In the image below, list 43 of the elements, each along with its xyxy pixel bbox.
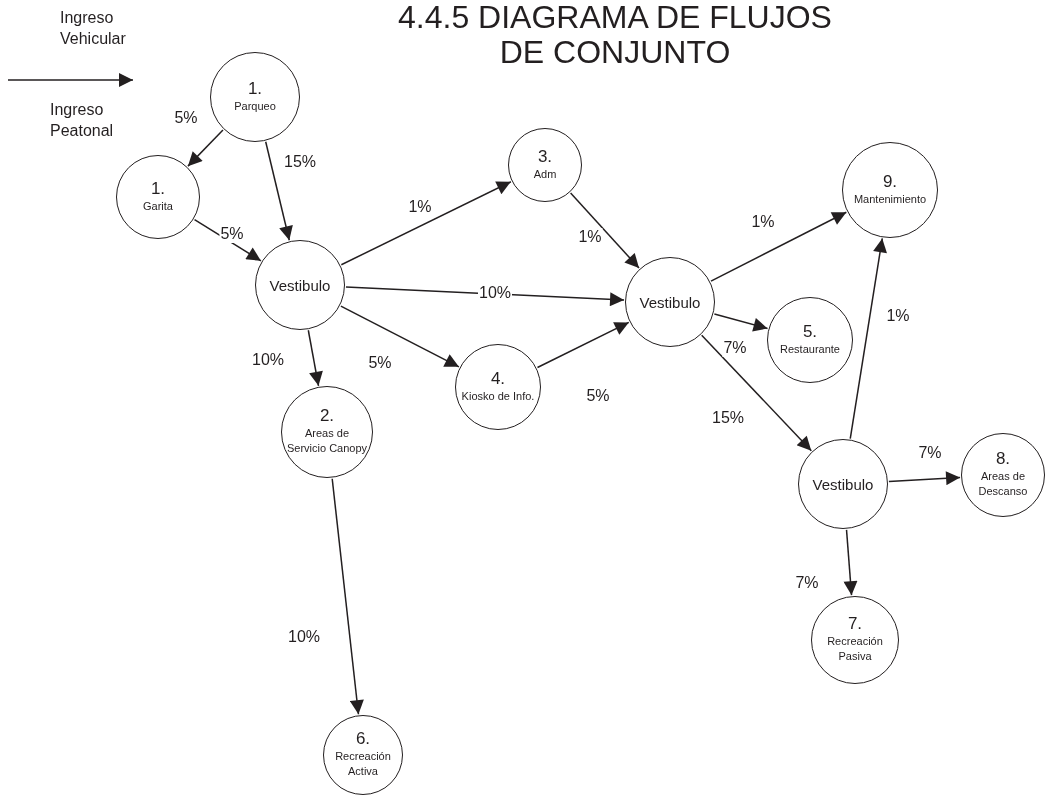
flow-arrow xyxy=(849,237,887,440)
percentage-label: 7% xyxy=(722,339,748,357)
diagram-title: 4.4.5 DIAGRAMA DE FLUJOS DE CONJUNTO xyxy=(397,0,833,71)
flow-arrow xyxy=(340,305,460,368)
flow-arrow xyxy=(888,471,961,486)
area-name: Parqueo xyxy=(234,98,276,114)
flow-circle xyxy=(625,257,715,347)
area-name: Restaurante xyxy=(780,341,840,357)
area-name: Vestibulo xyxy=(639,292,701,313)
flow-arrow xyxy=(569,192,640,269)
percentage-label: 5% xyxy=(219,225,245,243)
flow-arrow xyxy=(340,180,512,266)
area-name: Adm xyxy=(533,166,557,182)
area-name: Vestibulo xyxy=(269,275,331,296)
flow-arrow xyxy=(187,129,224,167)
area-number: 8. xyxy=(995,450,1011,469)
area-number: 2. xyxy=(319,407,335,426)
area-number: 3. xyxy=(537,147,553,167)
area-name: Vestibulo xyxy=(812,474,874,495)
area-number: 1. xyxy=(247,79,263,99)
flow-arrow xyxy=(307,329,323,387)
area-name: Kiosko de Info. xyxy=(461,388,535,404)
flow-arrow xyxy=(713,313,769,332)
area-name: Areas de Descanso xyxy=(977,468,1029,500)
area-number: 4. xyxy=(490,369,506,389)
area-name: Mantenimiento xyxy=(853,191,927,207)
flow-arrow xyxy=(536,321,630,369)
legend-text: Ingreso Vehicular xyxy=(60,8,127,49)
flow-arrow xyxy=(331,477,364,715)
area-name: Recreación Activa xyxy=(334,748,392,780)
area-number: 1. xyxy=(150,179,166,199)
area-number: 7. xyxy=(847,615,863,634)
flow-arrow xyxy=(710,211,848,282)
legend-text: Ingreso Peatonal xyxy=(50,100,115,141)
area-number: 6. xyxy=(355,730,371,749)
flow-arrow xyxy=(700,334,813,452)
area-name: Areas de Servicio Canopy xyxy=(285,425,369,457)
flow-arrow xyxy=(843,529,858,596)
area-name: Recreación Pasiva xyxy=(826,633,884,665)
area-number: 9. xyxy=(882,172,898,192)
area-name: Garita xyxy=(143,198,173,214)
area-number: 5. xyxy=(802,322,818,342)
flow-arrow xyxy=(264,141,293,241)
